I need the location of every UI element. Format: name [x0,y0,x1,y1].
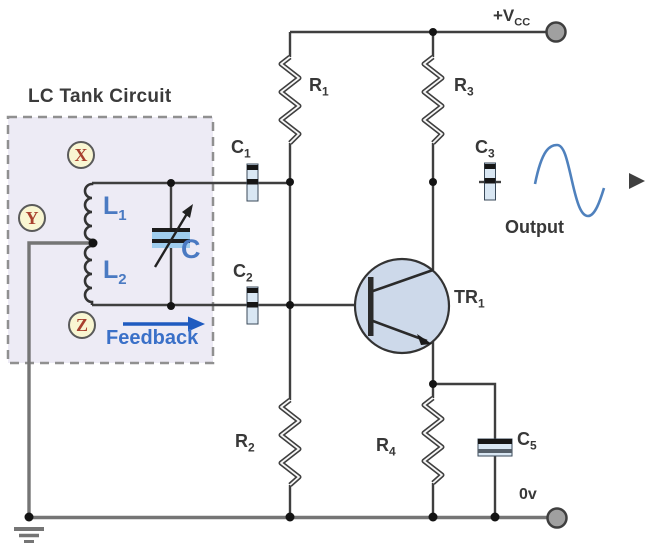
terminal-y-label: Y [25,207,39,228]
transistor-tr1 [353,257,451,355]
inductor-l2-label: L2 [103,256,127,288]
transistor-collector [372,268,434,293]
feedback-arrow [123,316,205,332]
capacitors [246,162,513,457]
feedback-label: Feedback [106,327,199,349]
ground-label: 0v [519,486,537,503]
transistor-tr1-label: TR1 [454,287,485,311]
terminal-x-marker: X [67,141,95,169]
vcc-label: +VCC [493,6,531,29]
capacitor-c5-label: C5 [517,429,537,453]
transistor-emitter [372,319,428,343]
tank-title: LC Tank Circuit [28,86,172,107]
capacitor-c2 [246,286,259,325]
terminal-y-marker: Y [18,204,46,232]
capacitor-c1 [246,163,259,202]
variable-capacitor [152,204,193,268]
terminal-x-label: X [74,144,88,165]
vcc-terminal [545,21,567,43]
capacitor-c3-label: C3 [475,137,495,161]
capacitor-c5 [477,438,513,457]
resistor-r1-label: R1 [309,75,329,99]
resistor-r4-label: R4 [376,435,396,459]
resistor-r3 [421,55,445,145]
transistor-base-bar [368,277,374,336]
output-label: Output [505,217,564,237]
capacitor-c3 [484,162,496,201]
junction-dots [24,28,500,522]
terminal-z-marker: Z [68,311,96,339]
output-sine-wave [533,143,606,218]
emitter-arrowhead [417,334,432,345]
ground-terminal [546,507,568,529]
capacitor-c1-label: C1 [231,137,251,161]
capacitor-c2-label: C2 [233,261,253,285]
inductor-l1-label: L1 [103,192,127,224]
resistor-r2 [278,398,302,487]
resistor-r2-label: R2 [235,431,255,455]
resistor-r4 [421,396,445,485]
resistor-r1 [278,55,302,145]
output-direction-arrowhead [629,173,645,189]
resistor-r3-label: R3 [454,75,474,99]
resistors [278,55,445,487]
varcap-label: C [181,234,201,264]
varcap-arrowhead [182,204,193,218]
terminal-z-label: Z [75,314,88,335]
